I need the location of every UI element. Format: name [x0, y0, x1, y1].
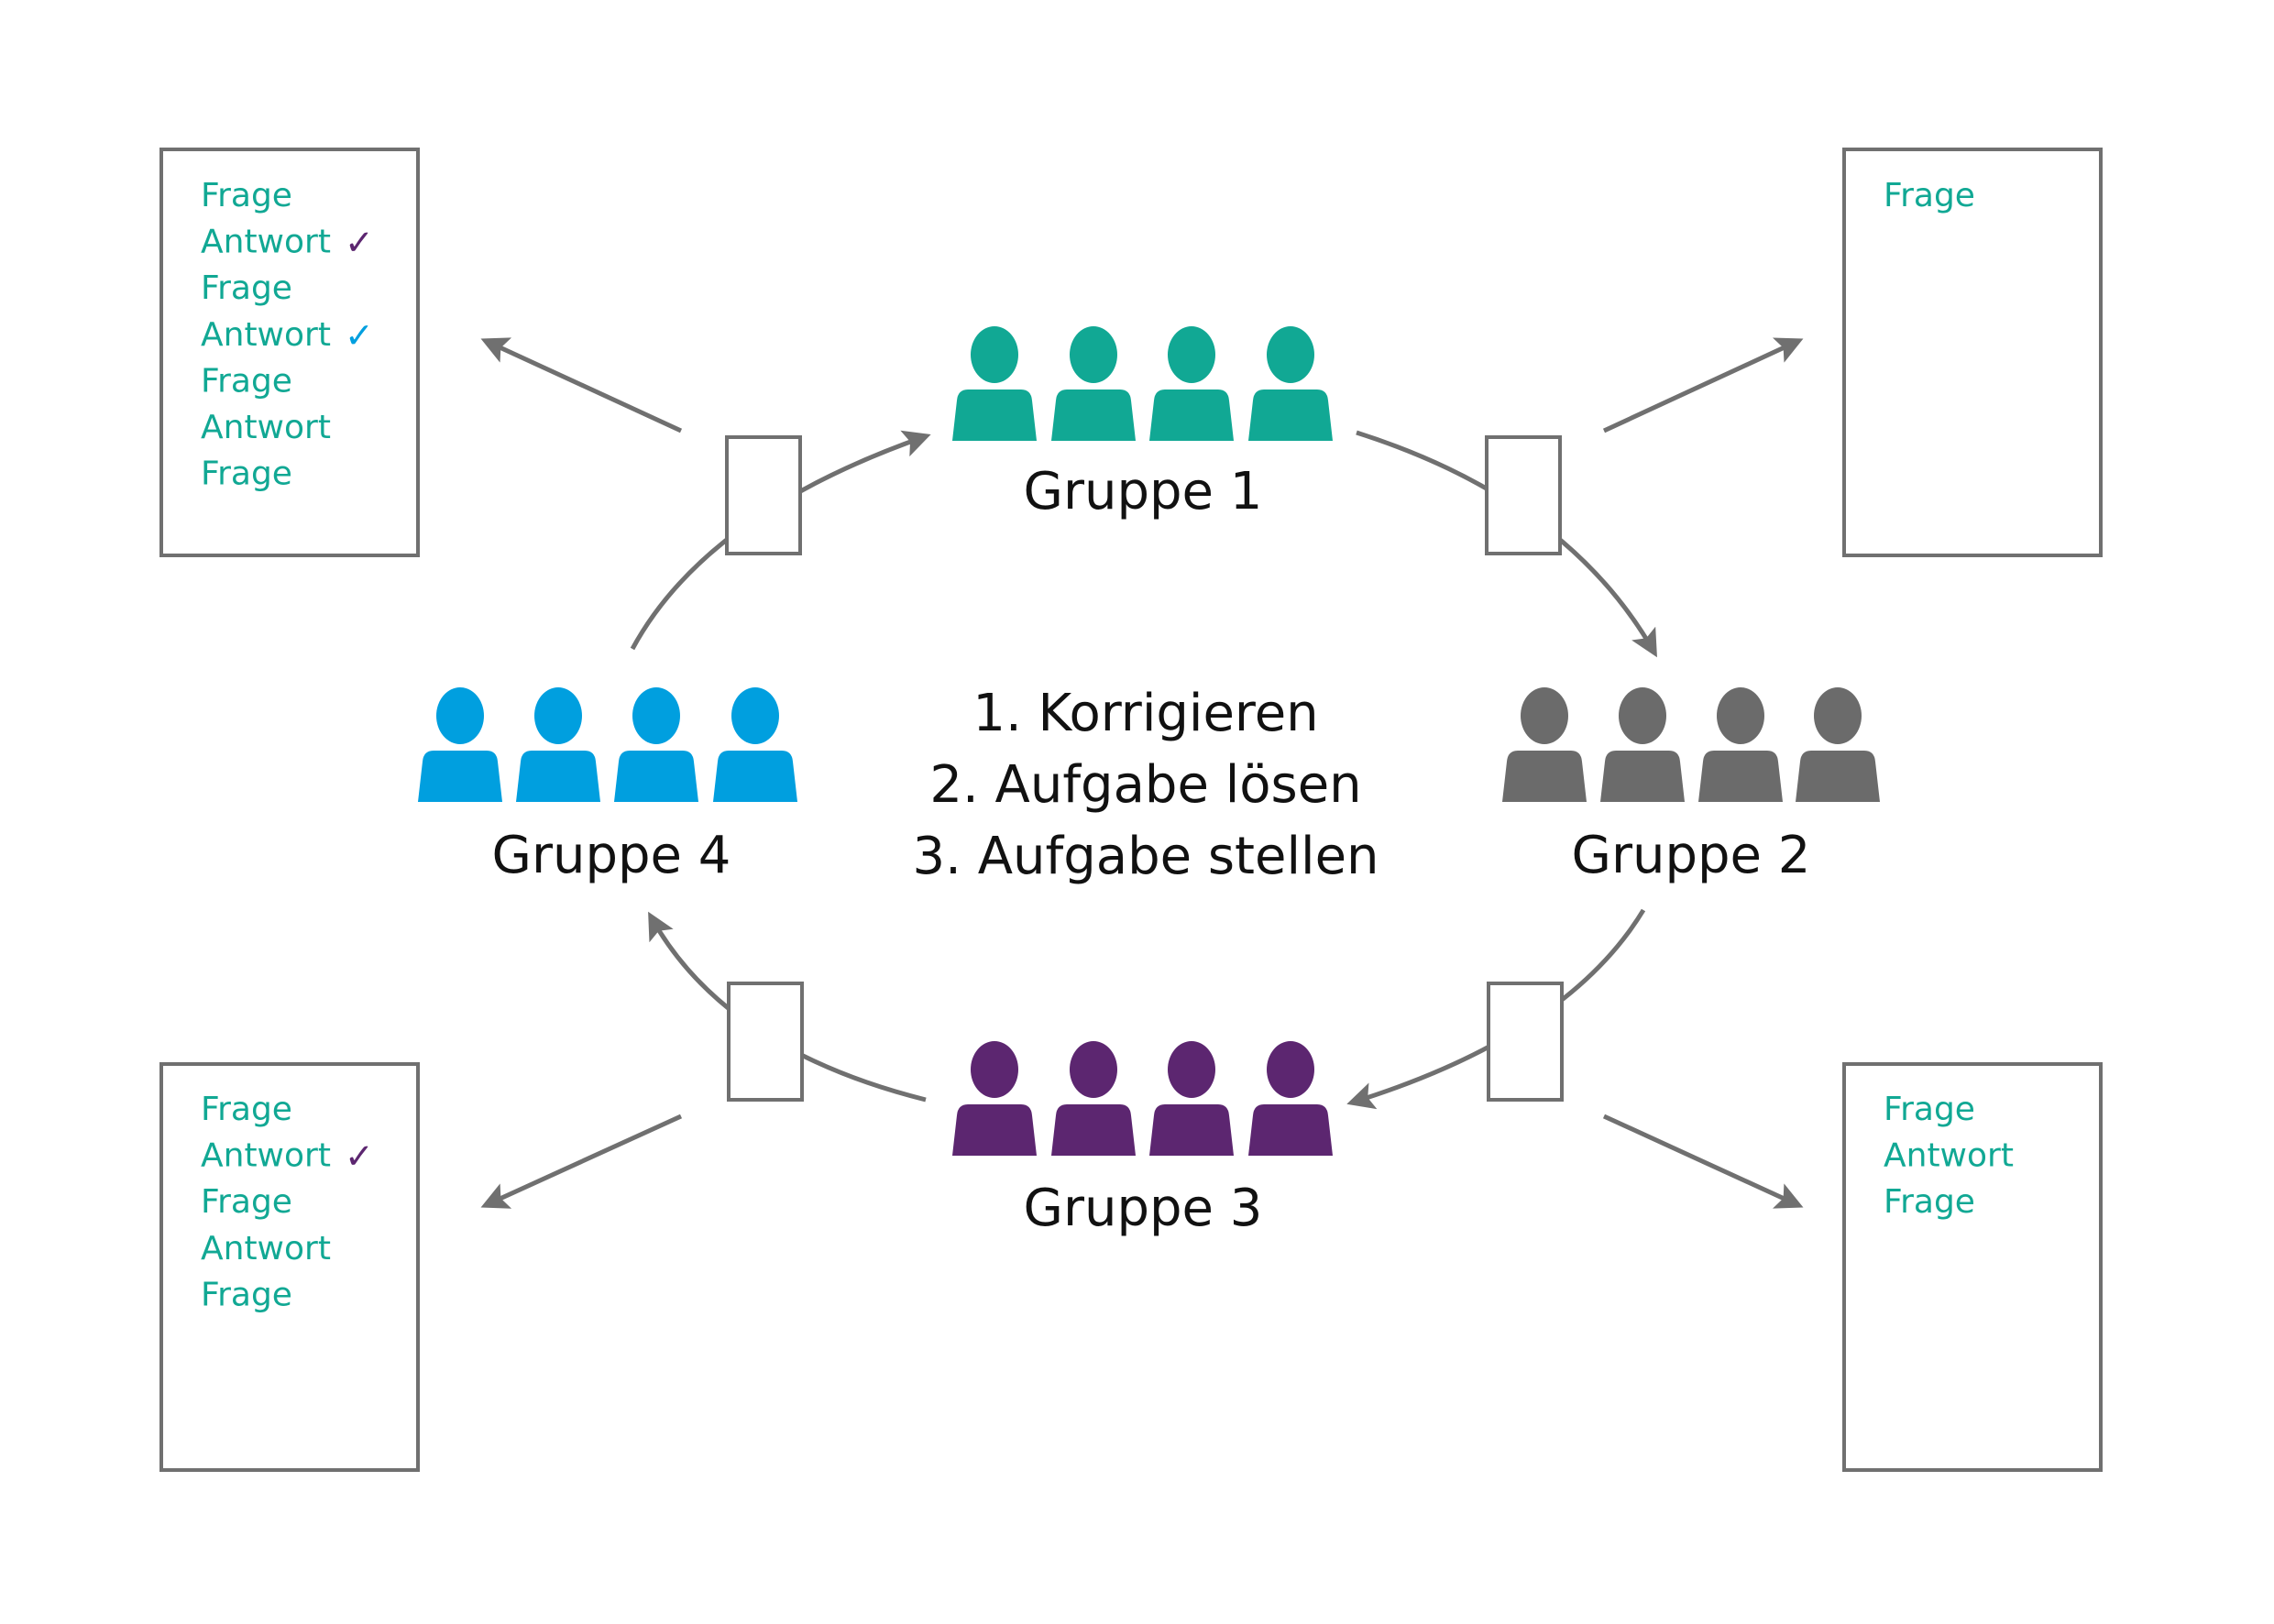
- arrow-to-document-bottom-right: [1602, 1114, 1804, 1209]
- step-3-text: 3. Aufgabe stellen: [912, 827, 1379, 886]
- arrow-to-document-bottom-left: [480, 1114, 683, 1209]
- arrow-to-document-top-right: [1602, 337, 1804, 433]
- person-icon: [516, 687, 600, 802]
- person-icon: [1796, 687, 1880, 802]
- group-4-people: [418, 687, 797, 802]
- sheet-icon: [727, 982, 804, 1102]
- person-icon: [1698, 687, 1783, 802]
- person-icon: [1149, 326, 1234, 441]
- question-line: Frage: [1884, 1183, 1975, 1221]
- answer-line: Antwort: [201, 409, 331, 446]
- group-3-label: Gruppe 3: [1024, 1179, 1263, 1238]
- document-frame: [159, 1062, 420, 1472]
- answer-line: Antwort: [201, 316, 331, 354]
- answer-line: Antwort: [201, 1230, 331, 1267]
- sheet-icon: [725, 435, 802, 555]
- question-line: Frage: [201, 269, 292, 307]
- person-icon: [1248, 326, 1333, 441]
- person-icon: [418, 687, 502, 802]
- group-2-people: [1502, 687, 1880, 802]
- question-line: Frage: [201, 1183, 292, 1221]
- group-1-people: [952, 326, 1333, 441]
- document-frame: [1842, 1062, 2103, 1472]
- document-top-right: Frage: [1842, 148, 2103, 557]
- person-icon: [1600, 687, 1685, 802]
- person-icon: [1502, 687, 1587, 802]
- question-line: Frage: [1884, 177, 1975, 214]
- step-2-text: 2. Aufgabe lösen: [929, 755, 1361, 815]
- group-2-label: Gruppe 2: [1572, 826, 1811, 885]
- checkmark-icon: ✓: [345, 1136, 374, 1177]
- question-line: Frage: [201, 1276, 292, 1313]
- person-icon: [1149, 1041, 1234, 1156]
- person-icon: [952, 326, 1037, 441]
- document-frame: [159, 148, 420, 557]
- document-lines: Frage: [1884, 177, 1975, 214]
- sheet-icon: [1485, 435, 1562, 555]
- person-icon: [614, 687, 698, 802]
- question-line: Frage: [1884, 1091, 1975, 1128]
- question-line: Frage: [201, 177, 292, 214]
- answer-line: Antwort: [201, 224, 331, 261]
- person-icon: [952, 1041, 1037, 1156]
- step-1-text: 1. Korrigieren: [972, 684, 1318, 743]
- person-icon: [1248, 1041, 1333, 1156]
- document-top-left: FrageAntwort✓FrageAntwort✓FrageAntwortFr…: [159, 148, 420, 557]
- question-line: Frage: [201, 455, 292, 493]
- checkmark-icon: ✓: [345, 315, 374, 356]
- question-line: Frage: [201, 362, 292, 400]
- sheet-icon: [1487, 982, 1564, 1102]
- group-3-people: [952, 1041, 1333, 1156]
- person-icon: [1051, 326, 1136, 441]
- person-icon: [713, 687, 797, 802]
- answer-line: Antwort: [201, 1137, 331, 1175]
- checkmark-icon: ✓: [345, 223, 374, 263]
- person-icon: [1051, 1041, 1136, 1156]
- group-4-label: Gruppe 4: [492, 826, 731, 885]
- answer-line: Antwort: [1884, 1137, 2014, 1175]
- arrow-to-document-top-left: [480, 337, 683, 433]
- group-1-label: Gruppe 1: [1024, 462, 1263, 521]
- question-line: Frage: [201, 1091, 292, 1128]
- document-lines: FrageAntwort✓FrageAntwort✓FrageAntwortFr…: [201, 177, 374, 493]
- document-frame: [1842, 148, 2103, 557]
